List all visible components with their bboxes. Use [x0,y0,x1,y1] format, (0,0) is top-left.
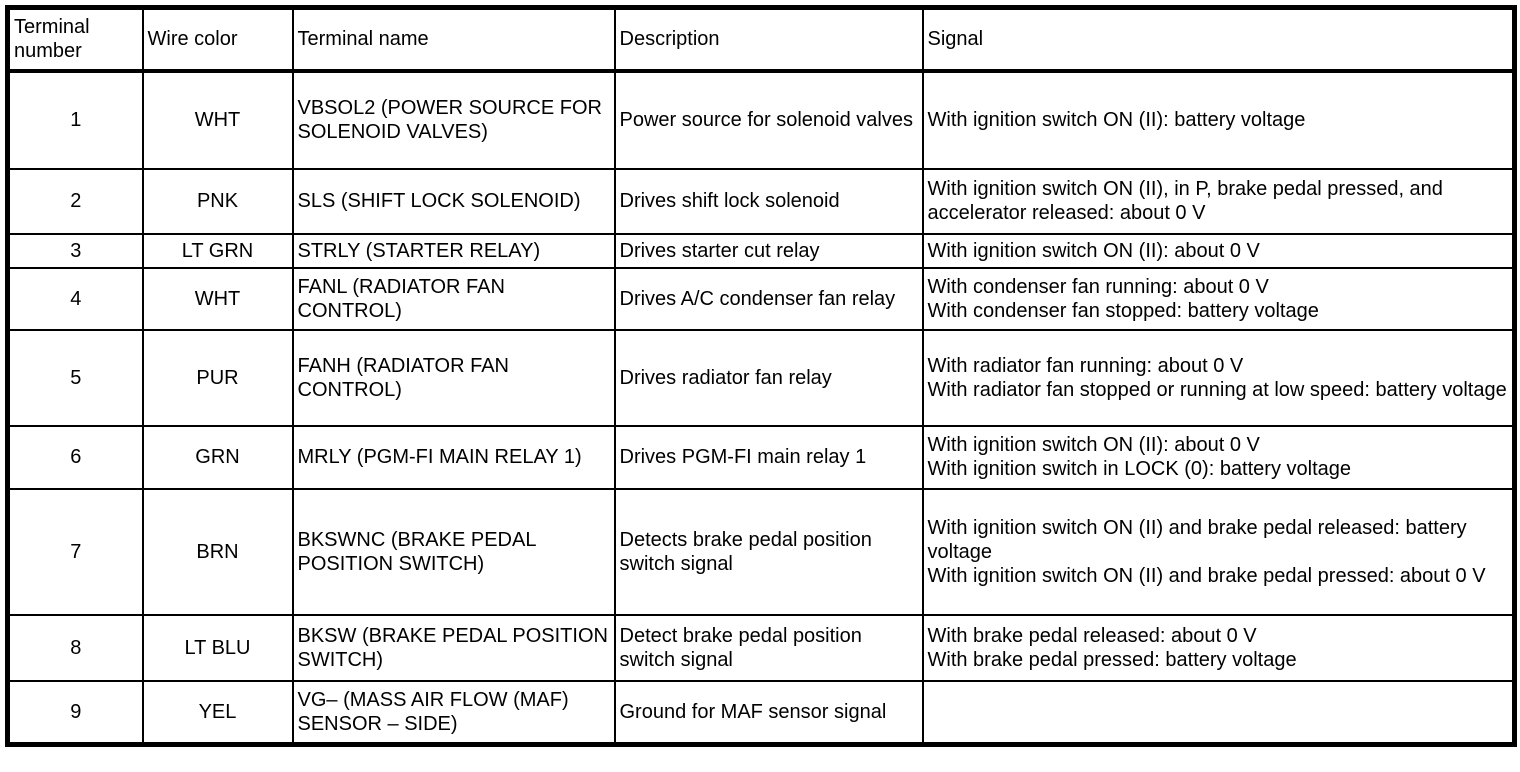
cell-signal: With ignition switch ON (II) and brake p… [921,487,1516,616]
cell-terminal-number: 9 [6,679,144,746]
cell-signal: With radiator fan running: about 0 V Wit… [921,328,1516,427]
cell-wire-color: BRN [141,487,294,616]
cell-terminal-name: MRLY (PGM-FI MAIN RELAY 1) [291,424,616,490]
header-description: Description [613,6,924,73]
cell-signal [921,679,1516,746]
cell-description: Drives shift lock solenoid [613,167,924,235]
cell-description: Drives radiator fan relay [613,328,924,427]
cell-signal: With ignition switch ON (II): battery vo… [921,69,1516,170]
cell-wire-color: WHT [141,266,294,331]
cell-description: Detect brake pedal position switch signa… [613,613,924,682]
cell-description: Ground for MAF sensor signal [613,679,924,746]
cell-terminal-name: STRLY (STARTER RELAY) [291,232,616,269]
cell-wire-color: LT GRN [141,232,294,269]
cell-description: Drives starter cut relay [613,232,924,269]
header-wire-color: Wire color [141,6,294,73]
table-row: 6 GRN MRLY (PGM-FI MAIN RELAY 1) Drives … [6,424,1516,490]
cell-terminal-number: 4 [6,266,144,331]
table-row: 9 YEL VG– (MASS AIR FLOW (MAF) SENSOR – … [6,679,1516,746]
cell-wire-color: PNK [141,167,294,235]
cell-description: Drives A/C condenser fan relay [613,266,924,331]
cell-terminal-number: 6 [6,424,144,490]
table-row: 3 LT GRN STRLY (STARTER RELAY) Drives st… [6,232,1516,269]
terminal-assignment-table: Terminal number Wire color Terminal name… [5,5,1517,747]
table-row: 4 WHT FANL (RADIATOR FAN CONTROL) Drives… [6,266,1516,331]
header-terminal-number: Terminal number [6,6,144,73]
cell-signal: With ignition switch ON (II), in P, brak… [921,167,1516,235]
cell-terminal-name: VG– (MASS AIR FLOW (MAF) SENSOR – SIDE) [291,679,616,746]
cell-terminal-number: 2 [6,167,144,235]
cell-signal: With condenser fan running: about 0 V Wi… [921,266,1516,331]
cell-wire-color: GRN [141,424,294,490]
cell-description: Power source for solenoid valves [613,69,924,170]
table-row: 5 PUR FANH (RADIATOR FAN CONTROL) Drives… [6,328,1516,427]
cell-wire-color: WHT [141,69,294,170]
cell-signal: With brake pedal released: about 0 V Wit… [921,613,1516,682]
cell-wire-color: LT BLU [141,613,294,682]
cell-signal: With ignition switch ON (II): about 0 V [921,232,1516,269]
cell-terminal-name: BKSWNC (BRAKE PEDAL POSITION SWITCH) [291,487,616,616]
cell-terminal-number: 3 [6,232,144,269]
table-row: 7 BRN BKSWNC (BRAKE PEDAL POSITION SWITC… [6,487,1516,616]
cell-terminal-name: BKSW (BRAKE PEDAL POSITION SWITCH) [291,613,616,682]
cell-wire-color: PUR [141,328,294,427]
cell-terminal-name: VBSOL2 (POWER SOURCE FOR SOLENOID VALVES… [291,69,616,170]
cell-description: Drives PGM-FI main relay 1 [613,424,924,490]
cell-terminal-number: 8 [6,613,144,682]
cell-description: Detects brake pedal position switch sign… [613,487,924,616]
cell-terminal-name: FANH (RADIATOR FAN CONTROL) [291,328,616,427]
cell-terminal-name: FANL (RADIATOR FAN CONTROL) [291,266,616,331]
table-header-row: Terminal number Wire color Terminal name… [6,6,1516,73]
cell-terminal-name: SLS (SHIFT LOCK SOLENOID) [291,167,616,235]
cell-terminal-number: 7 [6,487,144,616]
cell-terminal-number: 1 [6,69,144,170]
table-row: 8 LT BLU BKSW (BRAKE PEDAL POSITION SWIT… [6,613,1516,682]
table-row: 2 PNK SLS (SHIFT LOCK SOLENOID) Drives s… [6,167,1516,235]
header-terminal-name: Terminal name [291,6,616,73]
cell-signal: With ignition switch ON (II): about 0 V … [921,424,1516,490]
table-row: 1 WHT VBSOL2 (POWER SOURCE FOR SOLENOID … [6,69,1516,170]
cell-terminal-number: 5 [6,328,144,427]
cell-wire-color: YEL [141,679,294,746]
header-signal: Signal [921,6,1516,73]
